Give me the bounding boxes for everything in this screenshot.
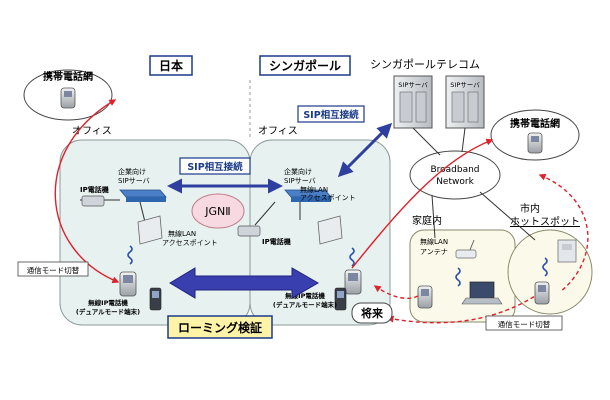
home-label: 家庭内 bbox=[412, 214, 442, 227]
hotspot-label-1: 市内 bbox=[520, 202, 540, 215]
office-left-ap-line bbox=[139, 201, 146, 223]
sg-telecom-label: シンガポールテレコム bbox=[370, 58, 480, 71]
red-line-left bbox=[54, 99, 120, 284]
broadband-label-1: Broadband bbox=[430, 165, 479, 175]
svg-text:無線LAN: 無線LAN bbox=[300, 185, 328, 194]
wireless-ip-label-left-1: 無線IP電話機 bbox=[88, 298, 128, 307]
home-wlan-antenna: 無線LAN アンテナ bbox=[420, 237, 477, 259]
mode-switch-left-label: 通信モード切替 bbox=[27, 265, 80, 275]
svg-text:SIPサーバ: SIPサーバ bbox=[450, 81, 480, 89]
wireless-ip-label-left-2: (デュアルモード端末) bbox=[76, 307, 140, 316]
enterprise-sip-server-left: 企業向け SIPサーバ bbox=[118, 167, 167, 202]
svg-text:アンテナ: アンテナ bbox=[420, 248, 448, 256]
server2-net-line bbox=[461, 127, 466, 153]
svg-text:アクセスポイント: アクセスポイント bbox=[162, 239, 218, 247]
svg-text:携帯電話網: 携帯電話網 bbox=[43, 70, 93, 83]
svg-text:SIPサーバ: SIPサーバ bbox=[398, 81, 428, 89]
svg-text:SIPサーバ: SIPサーバ bbox=[284, 177, 316, 185]
svg-text:無線LAN: 無線LAN bbox=[168, 229, 196, 238]
roaming-label-box bbox=[167, 315, 273, 339]
red-line-right bbox=[351, 138, 494, 269]
ip-phone-left: IP電話機 bbox=[80, 185, 109, 207]
roaming-arrow bbox=[169, 267, 320, 299]
mobile-network-cloud-left: 携帯電話網 bbox=[23, 69, 113, 121]
enterprise-sip-server-right: 企業向け SIPサーバ bbox=[284, 167, 332, 202]
net-hotspot-line bbox=[479, 191, 536, 241]
dual-mode-phone-right bbox=[334, 269, 362, 311]
broadband-label-2: Network bbox=[436, 177, 474, 187]
mode-switch-right-label: 通信モード切替 bbox=[498, 319, 551, 329]
sip-interconnect-mid-box bbox=[179, 157, 251, 175]
signal-wave-hotspot bbox=[542, 257, 548, 277]
signal-wave-left bbox=[127, 245, 133, 265]
japan-label: 日本 bbox=[159, 58, 183, 73]
signal-wave-right bbox=[349, 247, 355, 267]
ip-phone-right: IP電話機 bbox=[237, 225, 291, 246]
signal-wave-home bbox=[455, 267, 461, 287]
home-laptop bbox=[461, 281, 503, 305]
sip-interconnect-top-arrow bbox=[337, 122, 393, 178]
wlan-ap-right: 無線LAN アクセスポイント bbox=[300, 185, 356, 245]
sip-server-1: SIPサーバ bbox=[393, 75, 433, 129]
dual-mode-phone-left bbox=[119, 271, 162, 311]
svg-text:携帯電話網: 携帯電話網 bbox=[510, 117, 560, 130]
hotspot-access-point bbox=[557, 239, 577, 263]
red-arc-hotspot bbox=[538, 173, 589, 293]
sip-interconnect-mid-label: SIP相互接続 bbox=[187, 161, 243, 173]
jgn-label: JGNⅡ bbox=[204, 205, 230, 218]
office-right-phone-line bbox=[254, 201, 276, 226]
jgn-network bbox=[191, 193, 245, 229]
singapore-label-box bbox=[259, 55, 351, 76]
japan-label-box bbox=[149, 55, 193, 76]
sip-interconnect-top-label: SIP相互接続 bbox=[303, 109, 359, 121]
net-home-line bbox=[431, 194, 436, 239]
hotspot-area bbox=[507, 229, 593, 315]
svg-text:企業向け: 企業向け bbox=[284, 167, 312, 176]
server1-net-line bbox=[412, 127, 441, 156]
mode-switch-right-box bbox=[485, 315, 563, 331]
sip-interconnect-top-box bbox=[297, 105, 365, 123]
future-label: 将来 bbox=[361, 306, 384, 320]
office-label-left: オフィス bbox=[72, 125, 112, 137]
svg-text:アクセスポイント: アクセスポイント bbox=[300, 194, 356, 202]
hotspot-label-2: ホットスポット bbox=[510, 216, 580, 228]
red-dashed-hotspot bbox=[386, 295, 536, 324]
mode-switch-left-box bbox=[17, 261, 89, 277]
mobile-network-cloud-right: 携帯電話網 bbox=[490, 109, 580, 161]
wireless-ip-label-right-1: 無線IP電話機 bbox=[285, 291, 325, 300]
svg-text:無線LAN: 無線LAN bbox=[420, 237, 448, 246]
office-label-right: オフィス bbox=[258, 125, 298, 137]
singapore-label: シンガポール bbox=[269, 58, 341, 73]
home-phone bbox=[417, 285, 433, 309]
roaming-label: ローミング検証 bbox=[178, 320, 262, 335]
svg-text:SIPサーバ: SIPサーバ bbox=[118, 177, 150, 185]
sip-server-2: SIPサーバ bbox=[445, 75, 485, 129]
svg-text:IP電話機: IP電話機 bbox=[80, 185, 109, 194]
svg-text:IP電話機: IP電話機 bbox=[262, 237, 291, 246]
wireless-ip-label-right-2: (デュアルモード端末) bbox=[273, 300, 337, 309]
wlan-ap-left: 無線LAN アクセスポイント bbox=[137, 215, 218, 247]
svg-text:企業向け: 企業向け bbox=[118, 167, 146, 176]
future-label-box bbox=[351, 302, 393, 324]
hotspot-phone bbox=[534, 281, 550, 305]
broadband-network-cloud bbox=[409, 150, 501, 200]
red-dashed-home bbox=[373, 285, 419, 299]
